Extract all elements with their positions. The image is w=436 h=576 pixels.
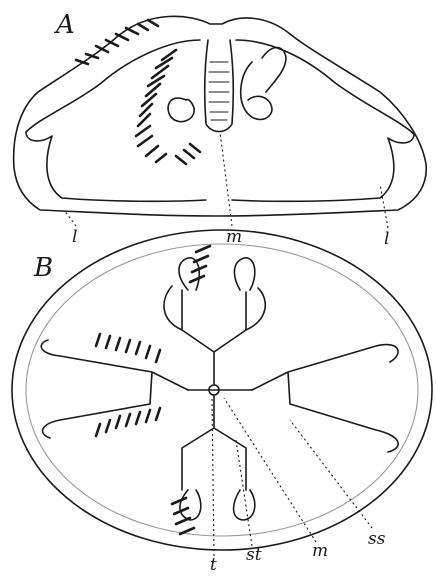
figure-a-comb-row-1 bbox=[136, 50, 176, 162]
figure-b-upper-canals bbox=[164, 286, 265, 384]
panel-label-a: A bbox=[54, 10, 75, 40]
figure-b-comb-row-left-upper bbox=[96, 334, 160, 362]
label-b-t: t bbox=[210, 555, 217, 575]
figure-b-lower-loops bbox=[180, 490, 255, 520]
figure-b: B t st m ss bbox=[12, 230, 432, 575]
figure-b-left-canals bbox=[41, 340, 188, 438]
figure-a-manubrium-stripes bbox=[209, 62, 229, 120]
leader-a-m bbox=[220, 132, 232, 226]
figure-a-right-loop-tail bbox=[262, 48, 286, 93]
label-a-right-l: l bbox=[384, 229, 389, 249]
figure-a-comb-row-2 bbox=[76, 20, 158, 64]
label-b-m: m bbox=[312, 541, 328, 561]
figure-b-right-canals bbox=[252, 345, 398, 452]
label-b-ss: ss bbox=[368, 529, 386, 549]
label-a-left-l: l bbox=[72, 227, 77, 247]
figure-a-left-canal bbox=[26, 40, 206, 201]
figure-a-comb-row-3 bbox=[176, 144, 200, 164]
figure-b-lower-canals bbox=[182, 396, 246, 490]
panel-label-b: B bbox=[33, 253, 53, 283]
figure-b-upper-loops bbox=[179, 258, 255, 290]
figure-a: A l m l bbox=[14, 10, 427, 249]
leader-b-m bbox=[224, 398, 316, 542]
figure-a-right-canal bbox=[232, 40, 414, 201]
leader-a-left-l bbox=[64, 210, 76, 226]
figure-a-manubrium bbox=[205, 40, 234, 132]
label-b-st: st bbox=[246, 545, 262, 565]
figure-a-body-outline bbox=[14, 16, 427, 216]
figure-b-comb-row-top bbox=[190, 246, 210, 282]
figure-a-left-loop bbox=[168, 98, 194, 122]
